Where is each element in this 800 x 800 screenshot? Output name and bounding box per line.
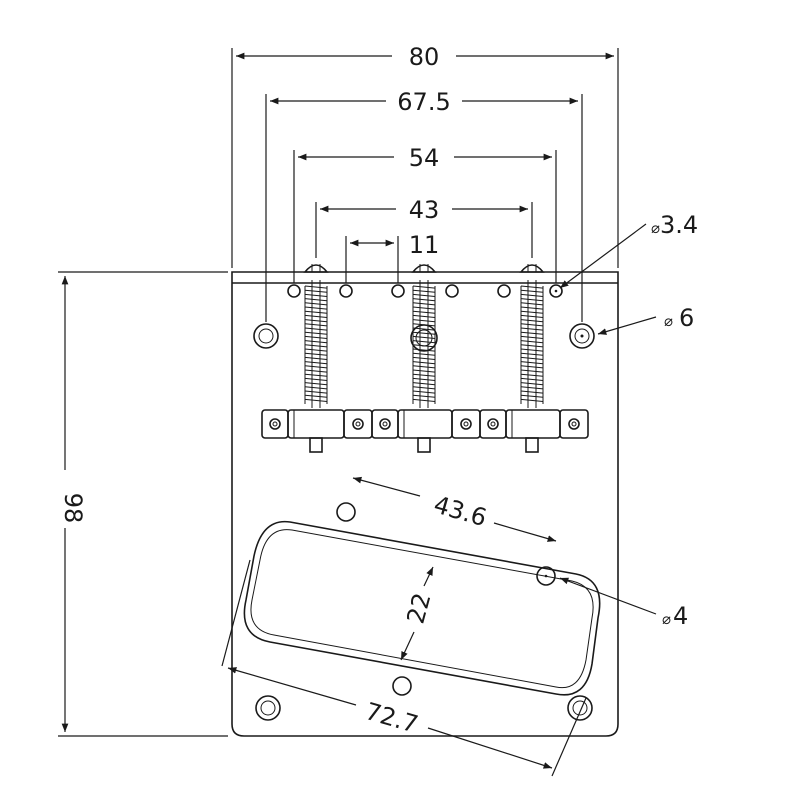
dimension-spring-inner: 43 <box>315 196 533 258</box>
saddle-block-4 <box>371 409 399 439</box>
dimension-mount-span: 67.5 <box>265 88 583 322</box>
dimension-string-spacing: 11 <box>345 231 440 283</box>
dim-label-43-6: 43.6 <box>431 490 490 532</box>
saddle-post-3 <box>525 437 539 453</box>
mount-holes <box>253 323 595 721</box>
dimension-overall-width: 80 <box>231 43 619 268</box>
callout-3-4: ⌀3.4 <box>651 211 698 239</box>
spring-1 <box>303 264 329 408</box>
pickup-cavity <box>243 502 601 696</box>
saddle-post-1 <box>309 437 323 453</box>
spring-3 <box>519 264 545 408</box>
saddle-block-5 <box>397 409 453 439</box>
dimension-pickup-hole-span: 43.6 <box>352 476 557 542</box>
callout-6: ⌀6 <box>664 304 694 332</box>
dim-label-98: 98 <box>59 493 87 524</box>
callout-pickup-hole: ⌀4 <box>559 577 688 630</box>
dimension-overall-height: 98 <box>58 271 228 737</box>
saddle-block-6 <box>451 409 481 439</box>
dimension-spring-outer: 54 <box>293 144 557 283</box>
saddle-block-8 <box>505 409 561 439</box>
saddle-assemblies <box>261 264 589 453</box>
saddle-block-1 <box>261 409 289 439</box>
dimension-pickup-length: 72.7 <box>221 559 587 777</box>
dim-label-80: 80 <box>409 43 440 71</box>
saddle-block-7 <box>479 409 507 439</box>
spring-2 <box>411 264 437 408</box>
dim-label-72-7: 72.7 <box>362 697 421 739</box>
saddle-post-2 <box>417 437 431 453</box>
dim-label-43: 43 <box>409 196 440 224</box>
string-holes <box>287 284 563 298</box>
callout-4: ⌀4 <box>662 602 688 630</box>
bridge-plate <box>231 271 619 737</box>
dim-label-54: 54 <box>409 144 440 172</box>
saddle-block-9 <box>559 409 589 439</box>
dim-label-11: 11 <box>409 231 440 259</box>
dimension-pickup-height: 22 <box>400 566 436 661</box>
callout-mount-hole: ⌀6 <box>597 304 694 335</box>
dim-label-67-5: 67.5 <box>397 88 450 116</box>
dim-label-22: 22 <box>401 590 436 627</box>
callout-small-hole: ⌀3.4 <box>559 211 698 289</box>
saddle-block-3 <box>343 409 373 439</box>
saddle-block-2 <box>287 409 345 439</box>
